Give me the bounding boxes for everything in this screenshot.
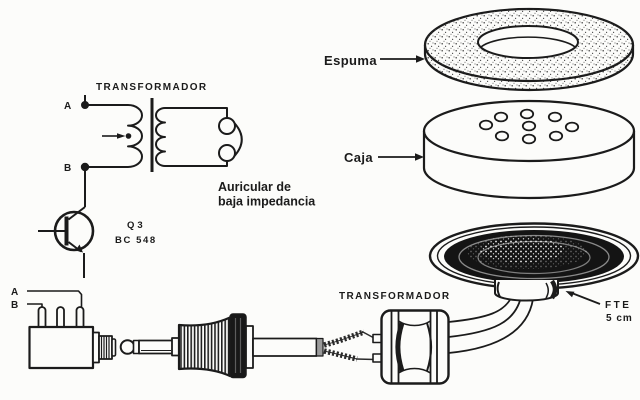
box-label: Caja [344, 150, 373, 165]
twisted-wires [323, 329, 376, 362]
box-arrow-icon [415, 153, 424, 161]
speaker-label-line2: 5 cm [606, 313, 633, 324]
speaker [428, 222, 640, 302]
foam-arrow-icon [416, 55, 425, 63]
schematic-terminal-a-label: A [64, 101, 71, 112]
transistor-ref-label: Q3 [127, 220, 146, 231]
cable [252, 337, 318, 357]
schematic-transformer-symbol [80, 95, 228, 172]
earphone-symbol [218, 117, 243, 162]
box-holes [478, 108, 580, 145]
foam-label: Espuma [324, 53, 377, 68]
speaker-arrow-icon [565, 291, 575, 298]
speaker-magnet [495, 280, 558, 301]
schematic-terminal-b-label: B [64, 163, 71, 174]
audio-plug [119, 313, 324, 379]
jack-socket [27, 290, 117, 370]
jack-terminal-b-label: B [11, 300, 18, 311]
emitter-arrow-icon [75, 244, 83, 253]
jack-terminal-a-label: A [11, 287, 18, 298]
earphone-caption-line1: Auricular de [218, 180, 291, 194]
foam-ring [423, 7, 635, 92]
center-tap-arrow-icon [117, 133, 126, 139]
assembly-transformer-label: TRANSFORMADOR [339, 291, 451, 302]
speaker-wires [448, 295, 534, 354]
foam-hole [477, 25, 579, 59]
transistor-part-label: BC 548 [115, 235, 157, 246]
speaker-label-line1: FTE [605, 300, 631, 311]
callout-arrows [378, 55, 601, 305]
output-transformer [372, 309, 450, 385]
schematic-transformer-label: TRANSFORMADOR [96, 82, 208, 93]
earphone-caption-line2: baja impedancia [218, 195, 316, 209]
transistor-symbol [38, 170, 95, 278]
box-caja [422, 99, 636, 200]
